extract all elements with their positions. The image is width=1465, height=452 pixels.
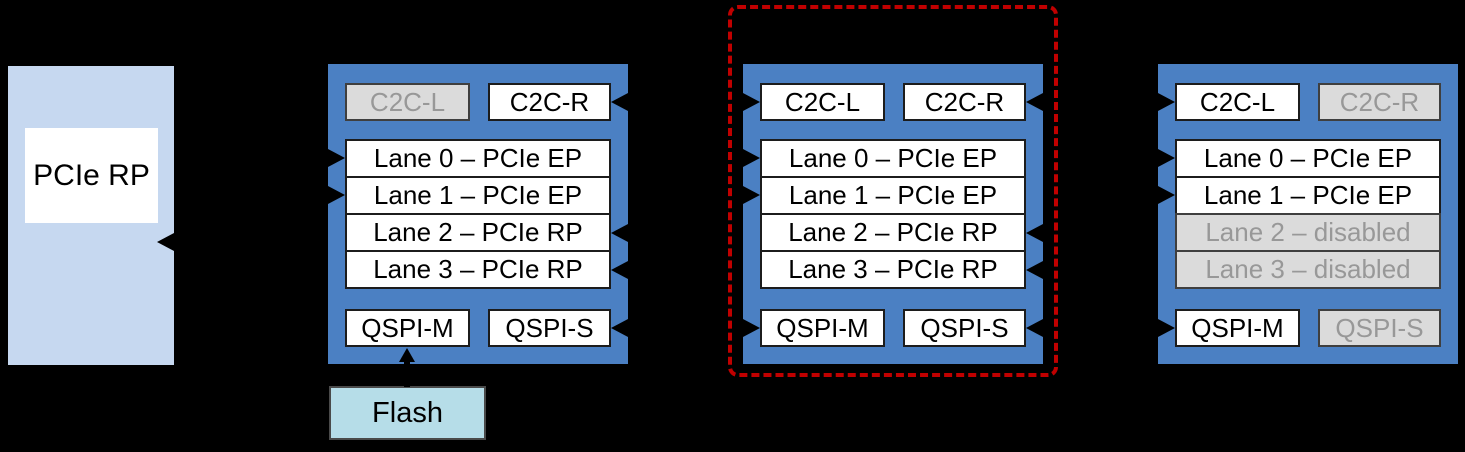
device-1-lane1-arrow-icon — [328, 186, 345, 204]
device-2-block: C2C-L C2C-R Lane 0 – PCIe EP Lane 1 – PC… — [743, 64, 1043, 364]
device-3-c2c-r-box: C2C-R — [1318, 83, 1441, 121]
device-3-lane0-box: Lane 0 – PCIe EP — [1175, 139, 1441, 178]
device-2-lane0-box: Lane 0 – PCIe EP — [760, 139, 1026, 178]
device-2-lane1-arrow-icon — [743, 186, 760, 204]
device-1-lane1-box: Lane 1 – PCIe EP — [345, 176, 611, 215]
device-1-lane0-box: Lane 0 – PCIe EP — [345, 139, 611, 178]
device-2-qspi-s-arrow-icon — [1026, 319, 1043, 337]
device-3-qspi-m-box: QSPI-M — [1175, 309, 1300, 347]
device-2-c2c-r-box: C2C-R — [903, 83, 1026, 121]
device-3-block: C2C-L C2C-R Lane 0 – PCIe EP Lane 1 – PC… — [1158, 64, 1458, 364]
flash-arrow-tail — [404, 360, 410, 387]
device-1-c2c-l-box: C2C-L — [345, 83, 470, 121]
flash-arrow-icon — [399, 348, 415, 362]
flash-box: Flash — [329, 386, 486, 440]
device-1-lane2-box: Lane 2 – PCIe RP — [345, 213, 611, 252]
device-2-c2c-l-box: C2C-L — [760, 83, 885, 121]
device-2-lane2-box: Lane 2 – PCIe RP — [760, 213, 1026, 252]
device-3-lane1-box: Lane 1 – PCIe EP — [1175, 176, 1441, 215]
device-1-qspi-m-box: QSPI-M — [345, 309, 470, 347]
device-3-qspi-s-box: QSPI-S — [1318, 309, 1441, 347]
device-1-c2c-r-box: C2C-R — [488, 83, 611, 121]
device-3-lane3-box: Lane 3 – disabled — [1175, 250, 1441, 289]
device-3-lane0-arrow-icon — [1158, 149, 1175, 167]
device-2-qspi-m-box: QSPI-M — [760, 309, 885, 347]
highlight-dashed-border — [728, 5, 1058, 377]
device-3-lane1-arrow-icon — [1158, 186, 1175, 204]
device-1-lane3-arrow-icon — [611, 261, 628, 279]
device-3-c2c-l-box: C2C-L — [1175, 83, 1300, 121]
device-2-c2c-l-arrow-icon — [743, 93, 760, 111]
device-2-lane0-arrow-icon — [743, 149, 760, 167]
device-2-qspi-m-arrow-icon — [743, 319, 760, 337]
device-3-lane2-box: Lane 2 – disabled — [1175, 213, 1441, 252]
device-3-c2c-l-arrow-icon — [1158, 93, 1175, 111]
device-1-lane2-arrow-icon — [611, 224, 628, 242]
device-1-block: C2C-L C2C-R Lane 0 – PCIe EP Lane 1 – PC… — [328, 64, 628, 364]
device-1-qspi-s-box: QSPI-S — [488, 309, 611, 347]
device-2-qspi-s-box: QSPI-S — [903, 309, 1026, 347]
host-block: PCIe RP — [8, 66, 174, 365]
device-2-lane1-box: Lane 1 – PCIe EP — [760, 176, 1026, 215]
pcie-rp-box: PCIe RP — [25, 128, 158, 223]
device-2-lane3-arrow-icon — [1026, 261, 1043, 279]
pcie-rp-arrow-icon — [157, 233, 174, 251]
device-1-lane3-box: Lane 3 – PCIe RP — [345, 250, 611, 289]
device-1-lane0-arrow-icon — [328, 149, 345, 167]
device-1-qspi-s-arrow-icon — [611, 319, 628, 337]
device-2-lane2-arrow-icon — [1026, 224, 1043, 242]
device-3-qspi-m-arrow-icon — [1158, 319, 1175, 337]
device-2-c2c-r-arrow-icon — [1026, 93, 1043, 111]
device-1-c2c-r-arrow-icon — [611, 93, 628, 111]
device-2-lane3-box: Lane 3 – PCIe RP — [760, 250, 1026, 289]
